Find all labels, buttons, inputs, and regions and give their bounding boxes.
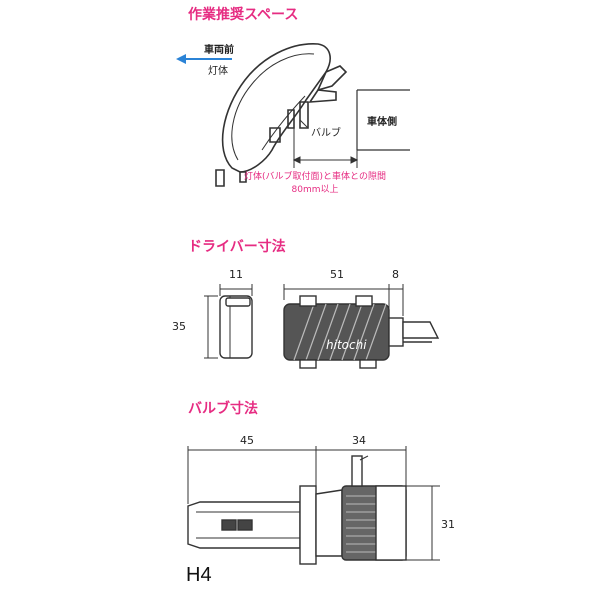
body-side-label: 車体側: [367, 117, 397, 128]
driver-side-dimensions: [204, 284, 253, 359]
bulb-label: バルブ: [311, 128, 341, 139]
driver-dimensions-heading: ドライバー寸法: [188, 239, 286, 255]
clearance-note: 灯体(バルブ取付面)と車体との隙間 80mm以上: [225, 171, 405, 197]
bulb-dimensions: [187, 446, 440, 561]
front-arrow-icon: [176, 54, 232, 64]
driver-connector-value: 8: [392, 268, 399, 281]
bulb-back-length-value: 34: [352, 434, 366, 447]
lamp-label: 灯体: [208, 66, 228, 77]
clearance-note-line2: 80mm以上: [291, 185, 339, 195]
bulb-model-label: H4: [186, 564, 212, 586]
clearance-note-line1: 灯体(バルブ取付面)と車体との隙間: [244, 172, 386, 182]
driver-side-view: [219, 295, 253, 359]
bulb-drawing: [187, 455, 407, 565]
driver-length-value: 51: [330, 268, 344, 281]
driver-height-value: 35: [172, 320, 186, 333]
workspace-heading: 作業推奨スペース: [188, 7, 299, 23]
bulb-diameter-value: 31: [441, 518, 455, 531]
watermark-text: hitochi: [326, 338, 367, 352]
driver-top-dimensions: [283, 284, 404, 316]
front-label: 車両前: [204, 45, 234, 56]
vehicle-body-outline: [356, 89, 410, 151]
driver-width-value: 11: [229, 268, 243, 281]
bulb-dimensions-heading: バルブ寸法: [188, 401, 258, 417]
driver-top-view: [283, 295, 440, 369]
bulb-leader-line: [299, 119, 309, 129]
bulb-front-length-value: 45: [240, 434, 254, 447]
